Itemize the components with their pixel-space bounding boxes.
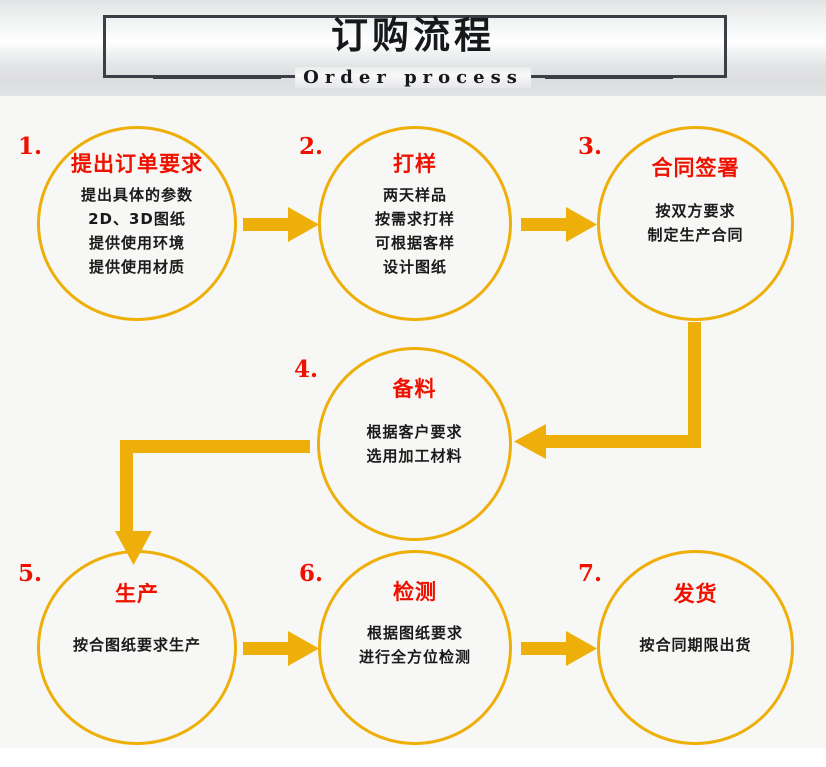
node-step-1[interactable]: 提出订单要求 提出具体的参数 2D、3D图纸 提供使用环境 提供使用材质 — [37, 126, 237, 321]
step-number-2: 2. — [299, 133, 324, 160]
node-lines-7: 按合同期限出货 — [606, 633, 785, 657]
node-title-2: 打样 — [393, 152, 437, 176]
page-title: 订购流程 — [331, 14, 495, 57]
node-title-6: 检测 — [393, 580, 437, 604]
page-subtitle: Order process — [295, 66, 531, 88]
node-line: 进行全方位检测 — [358, 648, 471, 666]
flow-diagram: 1. 提出订单要求 提出具体的参数 2D、3D图纸 提供使用环境 提供使用材质 … — [0, 96, 826, 748]
step-number-7: 7. — [578, 560, 603, 587]
node-line: 提供使用材质 — [88, 258, 185, 276]
node-line: 2D、3D图纸 — [88, 210, 186, 228]
node-title-5: 生产 — [115, 582, 159, 606]
node-step-4[interactable]: 备料 根据客户要求 选用加工材料 — [317, 347, 512, 541]
node-lines-4: 根据客户要求 选用加工材料 — [326, 420, 503, 468]
node-lines-5: 按合图纸要求生产 — [46, 633, 228, 657]
node-step-6[interactable]: 检测 根据图纸要求 进行全方位检测 — [318, 550, 512, 745]
node-title-3: 合同签署 — [651, 156, 740, 180]
node-line: 可根据客样 — [374, 234, 455, 252]
node-title-4: 备料 — [392, 377, 437, 401]
node-lines-2: 两天样品 按需求打样 可根据客样 设计图纸 — [327, 183, 503, 279]
arrow-step4-to-step5 — [115, 440, 310, 565]
step-number-3: 3. — [578, 133, 603, 160]
node-line: 按需求打样 — [374, 210, 455, 228]
subtitle-rule-left — [153, 75, 282, 79]
node-line: 按双方要求 — [655, 202, 736, 220]
node-line: 根据图纸要求 — [366, 624, 463, 642]
node-title-1: 提出订单要求 — [71, 152, 203, 176]
node-lines-3: 按双方要求 制定生产合同 — [606, 199, 785, 247]
node-line: 两天样品 — [382, 186, 447, 204]
arrow-step3-to-step4 — [514, 322, 701, 459]
node-line: 按合图纸要求生产 — [72, 636, 201, 654]
arrow-step5-to-step6 — [243, 631, 319, 666]
step-number-4: 4. — [294, 356, 319, 383]
node-line: 选用加工材料 — [366, 447, 463, 465]
footer-strip — [0, 748, 826, 767]
subtitle-rule-right — [544, 75, 673, 79]
node-line: 提出具体的参数 — [80, 186, 193, 204]
header-subtitle-group: Order process — [0, 62, 826, 92]
arrow-step1-to-step2 — [243, 207, 319, 242]
step-number-6: 6. — [299, 560, 324, 587]
node-line: 按合同期限出货 — [639, 636, 752, 654]
node-step-3[interactable]: 合同签署 按双方要求 制定生产合同 — [597, 126, 794, 321]
header-banner: 订购流程 Order process — [0, 0, 826, 96]
arrow-step2-to-step3 — [521, 207, 597, 242]
connector-layer — [115, 207, 701, 666]
node-lines-1: 提出具体的参数 2D、3D图纸 提供使用环境 提供使用材质 — [46, 183, 228, 279]
node-lines-6: 根据图纸要求 进行全方位检测 — [327, 621, 503, 669]
node-line: 根据客户要求 — [366, 423, 463, 441]
node-line: 提供使用环境 — [88, 234, 185, 252]
arrow-step6-to-step7 — [521, 631, 597, 666]
node-title-7: 发货 — [673, 582, 718, 606]
node-step-7[interactable]: 发货 按合同期限出货 — [597, 550, 794, 745]
node-step-5[interactable]: 生产 按合图纸要求生产 — [37, 550, 237, 745]
node-step-2[interactable]: 打样 两天样品 按需求打样 可根据客样 设计图纸 — [318, 126, 512, 321]
node-line: 制定生产合同 — [647, 226, 744, 244]
node-line: 设计图纸 — [382, 258, 447, 276]
step-number-1: 1. — [18, 133, 43, 160]
step-number-5: 5. — [18, 560, 43, 587]
